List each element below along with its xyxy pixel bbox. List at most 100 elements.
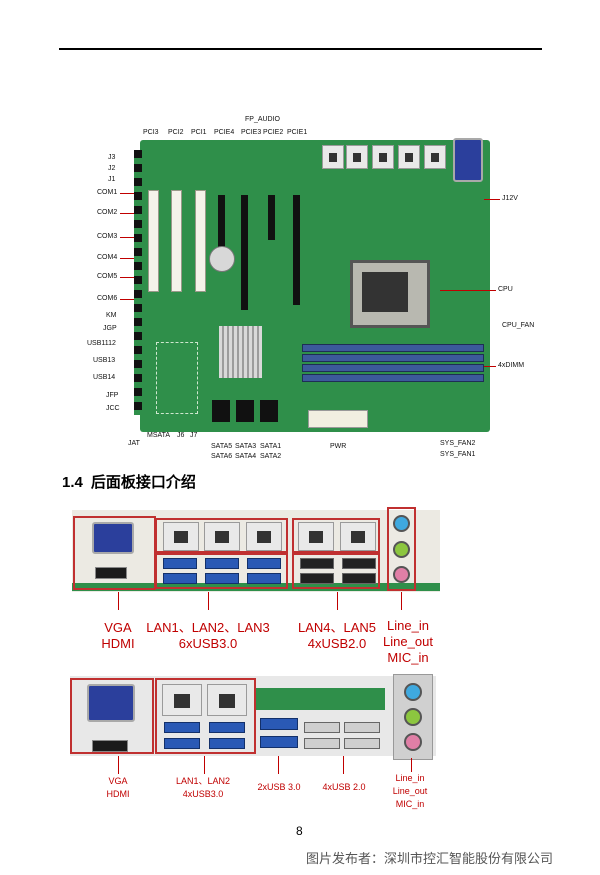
panel1-label-lan-b-usb: 4xUSB2.0 xyxy=(307,636,367,651)
panel1-usb3-port xyxy=(205,573,239,584)
callout-line xyxy=(401,592,402,610)
page-number: 8 xyxy=(296,824,303,838)
panel1-usb3-port xyxy=(247,573,281,584)
panel2-extra-usb3-port xyxy=(260,736,298,748)
panel2-hdmi-port xyxy=(92,740,128,752)
callout-line xyxy=(343,756,344,774)
panel2-lan-usb3-box xyxy=(155,678,256,754)
panel1-usb2-port xyxy=(342,573,376,584)
panel1-label-lan-a-usb: 6xUSB3.0 xyxy=(178,636,238,651)
panel2-usb2-port xyxy=(344,738,380,749)
pcie1-slot xyxy=(293,195,300,305)
msata-slot xyxy=(156,342,198,414)
label-com3: COM3 xyxy=(97,233,118,240)
panel2-label-usb2: 4xUSB 2.0 xyxy=(322,782,366,792)
panel2-vga-box xyxy=(70,678,154,754)
panel2-label-mic-in: MIC_in xyxy=(395,799,425,809)
panel1-lan2-port xyxy=(204,522,240,551)
label-cpu: CPU xyxy=(498,286,513,293)
board-lan-port xyxy=(346,145,368,169)
label-pcie4: PCIE4 xyxy=(214,129,235,136)
panel1-vga-port xyxy=(92,522,134,554)
panel2-label-lan: LAN1、LAN2 xyxy=(175,776,231,786)
label-arrow xyxy=(484,199,500,200)
panel2-usb3-port xyxy=(164,738,200,749)
panel2-usb2-port xyxy=(304,738,340,749)
label-j6: J6 xyxy=(177,432,185,439)
chipset-heatsink xyxy=(219,326,262,378)
panel1-lan-usb3-box xyxy=(155,518,288,553)
label-pcie3: PCIE3 xyxy=(241,129,262,136)
label-arrow xyxy=(440,290,496,291)
dimm-slot xyxy=(302,364,484,372)
label-usb13: USB13 xyxy=(93,357,116,364)
label-j12v: J12V xyxy=(502,195,518,202)
label-pcie1: PCIE1 xyxy=(287,129,308,136)
pcie2-slot xyxy=(268,195,275,240)
panel2-pcb-edge xyxy=(255,688,385,710)
label-j2: J2 xyxy=(108,165,116,172)
callout-line xyxy=(278,756,279,774)
panel2-label-lan-usb: 4xUSB3.0 xyxy=(182,789,224,799)
label-pci2: PCI2 xyxy=(168,129,184,136)
label-jat: JAT xyxy=(128,440,140,447)
panel1-usb3-port xyxy=(247,558,281,569)
panel2-usb2-port xyxy=(344,722,380,733)
label-pwr: PWR xyxy=(330,443,347,450)
label-j1: J1 xyxy=(108,176,116,183)
panel1-lan5-port xyxy=(340,522,376,551)
panel1-usb3-port xyxy=(205,558,239,569)
panel2-lan1-port xyxy=(162,684,202,716)
label-j3: J3 xyxy=(108,154,116,161)
panel2-lan2-port xyxy=(207,684,247,716)
panel1-label-lan-b: LAN4、LAN5 xyxy=(297,620,377,635)
label-pci3: PCI3 xyxy=(143,129,159,136)
panel2-label-usb3: 2xUSB 3.0 xyxy=(257,782,301,792)
label-arrow xyxy=(120,213,134,214)
panel2-usb3-port xyxy=(164,722,200,733)
callout-line xyxy=(204,756,205,774)
label-arrow xyxy=(120,299,134,300)
label-sys-fan1: SYS_FAN1 xyxy=(440,451,476,458)
panel2-extra-usb3-port xyxy=(260,718,298,730)
label-jgp: JGP xyxy=(103,325,117,332)
label-cpu-fan: CPU_FAN xyxy=(502,322,535,329)
label-com4: COM4 xyxy=(97,254,118,261)
panel2-mic-in-jack xyxy=(404,733,422,751)
panel1-usb3-port xyxy=(163,573,197,584)
board-vga-port xyxy=(453,138,483,182)
panel2-line-out-jack xyxy=(404,708,422,726)
board-lan-port xyxy=(322,145,344,169)
panel1-label-line-out: Line_out xyxy=(383,634,433,649)
board-lan-port xyxy=(372,145,394,169)
label-4xdimm: 4xDIMM xyxy=(498,362,525,369)
cmos-battery xyxy=(209,246,235,272)
panel1-label-vga: VGA xyxy=(104,620,132,635)
panel1-audio-box xyxy=(387,507,416,591)
panel1-usb2-port xyxy=(300,573,334,584)
board-lan-port xyxy=(424,145,446,169)
label-com6: COM6 xyxy=(97,295,118,302)
panel1-label-hdmi: HDMI xyxy=(101,636,135,651)
label-sata2: SATA2 xyxy=(260,453,282,460)
label-sata4: SATA4 xyxy=(235,453,257,460)
panel1-mic-in-jack xyxy=(393,566,410,583)
pci2-slot xyxy=(171,190,182,292)
panel1-lan1-port xyxy=(163,522,199,551)
label-fp-audio: FP_AUDIO xyxy=(245,116,281,123)
left-headers xyxy=(134,150,142,415)
panel1-lan4-port xyxy=(298,522,334,551)
label-pcie2: PCIE2 xyxy=(263,129,284,136)
panel1-label-mic-in: MIC_in xyxy=(387,650,429,665)
publisher-footer: 图片发布者：深圳市控汇智能股份有限公司 xyxy=(306,851,554,866)
panel1-usb2-port xyxy=(300,558,334,569)
panel2-line-in-jack xyxy=(404,683,422,701)
label-km: KM xyxy=(106,312,117,319)
panel1-hdmi-port xyxy=(95,567,127,579)
callout-line xyxy=(208,592,209,610)
label-com5: COM5 xyxy=(97,273,118,280)
label-jcc: JCC xyxy=(106,405,120,412)
panel1-usb2-box xyxy=(292,553,380,589)
pci3-slot xyxy=(148,190,159,292)
